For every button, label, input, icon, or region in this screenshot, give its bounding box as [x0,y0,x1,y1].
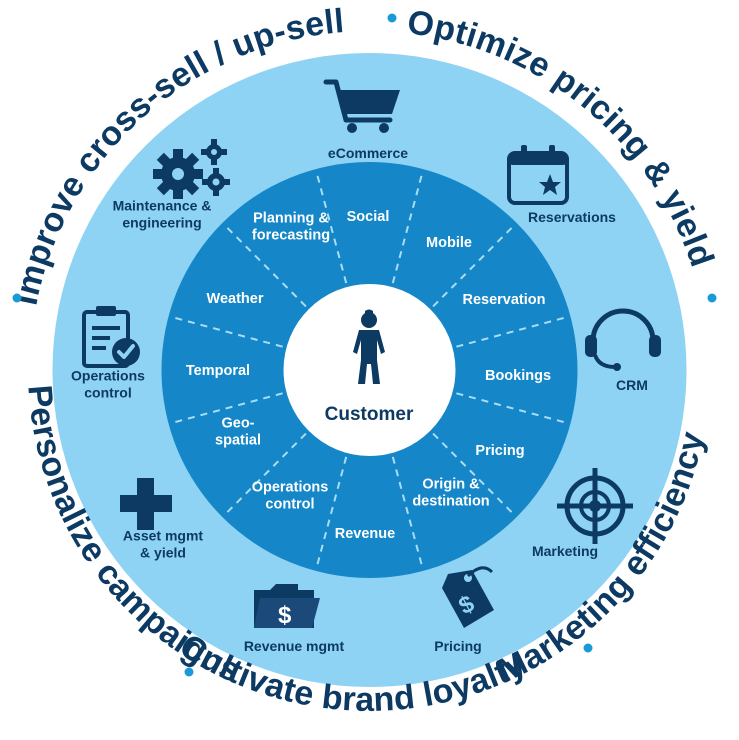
segment-divider [223,223,307,308]
segment-label-mobile: Mobile [426,235,472,251]
outer-ring-separators [12,13,717,677]
label-line: Marketing [532,543,598,559]
clipboard-check-icon [82,306,140,368]
shopping-cart-icon [323,79,400,133]
middle-label-pricing: Pricing [434,638,481,654]
label-line: Temporal [186,363,250,379]
segment-label-pricing: Pricing [475,443,524,459]
label-line: Geo- [221,415,254,431]
segment-divider [391,170,424,284]
middle-label-marketing: Marketing [532,543,598,559]
label-line: control [84,384,131,400]
segment-divider [315,456,348,570]
label-line: Social [347,209,390,225]
label-line: Revenue mgmt [244,638,345,654]
label-line: spatial [215,433,261,449]
segment-label-operations-control: Operations control [252,479,329,512]
plus-icon [120,478,172,530]
label-line: control [265,497,314,513]
target-icon [557,468,633,544]
label-line: destination [412,494,489,510]
segment-divider [456,392,569,425]
segment-divider [432,223,516,308]
segment-label-weather: Weather [207,291,264,307]
separator-dot-left [12,293,22,303]
inner-ring-dividers [170,170,569,570]
segment-divider [315,170,348,284]
middle-label-ecommerce: eCommerce [328,145,408,161]
segment-divider [170,315,283,348]
label-line: Bookings [485,368,551,384]
separator-dot-bottom-left [184,667,194,677]
label-line: Asset mgmt [123,528,203,544]
label-line: Maintenance & [113,198,212,214]
segment-label-origin-destination: Origin & destination [412,476,489,509]
separator-dot-bottom-right [583,643,593,653]
segment-divider [170,392,283,425]
label-line: Reservation [462,292,545,308]
middle-label-reservations: Reservations [528,209,616,225]
center-circle [283,284,456,456]
label-line: Mobile [426,235,472,251]
separator-dot-right [707,293,717,303]
person-icon [353,309,385,384]
price-tag-icon: $ [442,566,494,628]
middle-label-crm: CRM [616,377,648,393]
segment-label-reservation: Reservation [462,292,545,308]
middle-label-asset-mgmt: Asset mgmt& yield [123,528,203,561]
segment-divider [432,432,516,517]
middle-label-revenue-mgmt: Revenue mgmt [244,638,345,654]
label-line: engineering [122,214,201,230]
segment-label-social: Social [347,209,390,225]
separator-dot-top [387,13,397,23]
label-line: Pricing [434,638,481,654]
segment-divider [223,432,307,517]
label-line: Operations [252,479,329,495]
segment-label-temporal: Temporal [186,363,250,379]
label-line: CRM [616,377,648,393]
label-line: Operations [71,368,145,384]
segment-label-planning-forecasting: Planning & forecasting [252,210,330,243]
center-label: Customer [325,404,414,425]
folder-dollar-icon: $ [254,584,320,629]
svg-text:$: $ [278,602,292,629]
headset-icon [585,308,661,371]
label-line: Pricing [475,443,524,459]
segment-label-bookings: Bookings [485,368,551,384]
label-line: Planning & [253,210,329,226]
label-line: forecasting [252,228,330,244]
label-line: Origin & [422,476,480,492]
label-line: Revenue [335,526,395,542]
calendar-icon [507,145,569,205]
segment-divider [391,456,424,570]
label-line: eCommerce [328,145,408,161]
label-line: Weather [207,291,264,307]
segment-divider [456,315,569,348]
segment-label-revenue: Revenue [335,526,395,542]
label-line: Reservations [528,209,616,225]
label-line: & yield [140,544,186,560]
middle-label-maintenance: Maintenance &engineering [113,198,212,231]
segment-label-geo-spatial: Geo-spatial [215,415,261,448]
